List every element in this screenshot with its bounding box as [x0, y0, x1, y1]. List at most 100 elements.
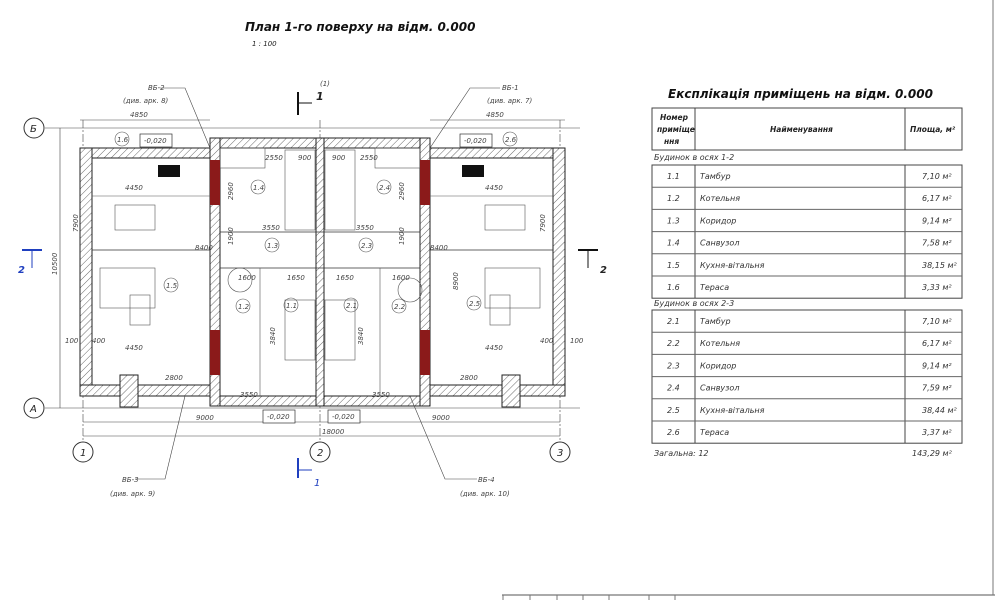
room-area: 6,17 м² [922, 339, 952, 348]
svg-text:3840: 3840 [357, 327, 365, 345]
svg-text:1900: 1900 [398, 227, 406, 245]
table-row: 2.3 Коридор 9,14 м² [667, 361, 952, 370]
table-row: 1.6 Тераса 3,33 м² [667, 283, 952, 292]
svg-text:2550: 2550 [265, 154, 283, 162]
svg-text:4450: 4450 [485, 184, 503, 192]
svg-text:4850: 4850 [130, 111, 148, 119]
svg-text:Номер: Номер [660, 113, 689, 122]
svg-text:1.2: 1.2 [238, 303, 250, 311]
room-area: 3,37 м² [922, 428, 952, 437]
elevation-mark: -0,020 [262, 409, 296, 424]
table-row: 2.5 Кухня-вітальня 38,44 м² [667, 406, 957, 415]
room-name: Тераса [700, 283, 729, 292]
room-area: 7,58 м² [922, 239, 952, 248]
room-area: 9,14 м² [922, 361, 952, 370]
svg-text:ВБ-1: ВБ-1 [502, 84, 519, 92]
room-area: 9,14 м² [922, 216, 952, 225]
svg-text:3550: 3550 [372, 391, 390, 399]
svg-text:-0,020: -0,020 [144, 137, 167, 145]
svg-text:2: 2 [600, 265, 607, 276]
room-name: Кухня-вітальня [700, 261, 765, 270]
room-area: 38,15 м² [922, 261, 957, 270]
table-row: 1.2 Котельня 6,17 м² [667, 194, 952, 203]
svg-text:-0,020: -0,020 [464, 137, 487, 145]
svg-text:9000: 9000 [196, 414, 214, 422]
svg-text:1.6: 1.6 [117, 136, 129, 144]
room-area: 38,44 м² [922, 406, 957, 415]
svg-text:3550: 3550 [240, 391, 258, 399]
room-area: 7,10 м² [922, 317, 952, 326]
room-number: 2.4 [667, 384, 680, 393]
svg-text:4450: 4450 [485, 344, 503, 352]
room-number: 1.4 [667, 239, 680, 248]
room-number: 2.2 [667, 339, 680, 348]
room-number: 2.1 [667, 317, 680, 326]
room-name: Котельня [700, 194, 740, 203]
svg-text:ВБ-4: ВБ-4 [478, 476, 495, 484]
svg-text:(див. арк. 7): (див. арк. 7) [487, 97, 533, 105]
dimension-labels: 4850 4850 2550 900 900 2550 4450 4450 35… [51, 111, 584, 436]
total-label: Загальна: 12 [654, 449, 709, 458]
callout-vb4: ВБ-4 (див. арк. 10) [409, 395, 510, 498]
title-block [502, 0, 995, 600]
svg-text:10500: 10500 [51, 252, 59, 275]
svg-text:2550: 2550 [360, 154, 378, 162]
section-marker-2-right: 2 [578, 249, 607, 276]
room-number: 2.3 [667, 361, 680, 370]
svg-text:(1): (1) [320, 80, 330, 88]
svg-text:3: 3 [557, 448, 563, 459]
room-number: 2.5 [667, 406, 680, 415]
room-number: 1.3 [667, 216, 680, 225]
svg-text:8400: 8400 [430, 244, 448, 252]
svg-text:А: А [29, 404, 37, 415]
room-number: 1.6 [667, 283, 680, 292]
svg-text:7900: 7900 [72, 214, 80, 232]
room-area: 6,17 м² [922, 194, 952, 203]
svg-text:8900: 8900 [452, 272, 460, 290]
svg-text:2: 2 [18, 265, 25, 276]
svg-text:2960: 2960 [398, 182, 406, 200]
svg-text:4450: 4450 [125, 184, 143, 192]
svg-text:1: 1 [314, 478, 320, 489]
svg-text:8400: 8400 [195, 244, 213, 252]
svg-text:1: 1 [80, 448, 86, 459]
svg-text:2.3: 2.3 [361, 242, 372, 250]
room-name: Коридор [700, 361, 736, 370]
svg-text:18000: 18000 [322, 428, 345, 436]
axis-marker-2: 2 [309, 441, 331, 463]
svg-text:3550: 3550 [356, 224, 374, 232]
svg-text:400: 400 [540, 337, 554, 345]
svg-text:-0,020: -0,020 [332, 413, 355, 421]
svg-text:(див. арк. 9): (див. арк. 9) [110, 490, 156, 498]
axis-marker-1: 1 [72, 441, 94, 463]
header-area: Площа, м² [910, 125, 956, 134]
room-area: 3,33 м² [922, 283, 952, 292]
svg-text:7900: 7900 [539, 214, 547, 232]
svg-text:1: 1 [316, 90, 324, 103]
svg-text:2.4: 2.4 [379, 184, 390, 192]
room-number: 1.1 [667, 172, 680, 181]
svg-text:4450: 4450 [125, 344, 143, 352]
room-name: Кухня-вітальня [700, 406, 765, 415]
section-marker-1-bottom: 1 [297, 458, 320, 489]
svg-text:2.6: 2.6 [505, 136, 517, 144]
room-markers: 1.1 1.2 1.3 1.4 1.5 1.6 2.1 2.2 2.3 2.4 … [114, 131, 518, 314]
svg-text:2: 2 [317, 448, 323, 459]
callout-vb3: ВБ-3 (див. арк. 9) [110, 395, 186, 498]
room-number: 1.2 [667, 194, 680, 203]
svg-text:900: 900 [332, 154, 346, 162]
svg-text:2.2: 2.2 [394, 303, 406, 311]
svg-text:900: 900 [298, 154, 312, 162]
svg-text:ВБ-3: ВБ-3 [122, 476, 139, 484]
callout-vb2: ВБ-2 (див. арк. 8) [123, 84, 211, 149]
room-area: 7,59 м² [922, 384, 952, 393]
room-name: Санвузол [700, 239, 739, 248]
room-number: 2.6 [667, 428, 680, 437]
plan-scale: 1 : 100 [252, 40, 277, 48]
